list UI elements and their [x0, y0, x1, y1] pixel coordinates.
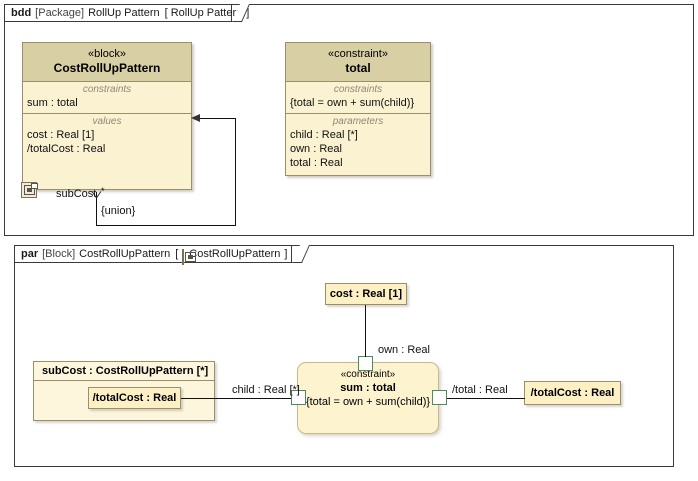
block-name: CostRollUpPattern	[53, 61, 161, 75]
constraint-block-parameters-compartment: parameters child : Real [*] own : Real t…	[286, 114, 430, 178]
association-arrowhead	[191, 114, 200, 122]
constraint-parameter-own: own : Real	[290, 143, 342, 155]
value-box-subcost-totalcost[interactable]: /totalCost : Real	[88, 387, 181, 409]
constraint-usage-name: sum : total	[340, 382, 396, 394]
par-frame-header: par [Block] CostRollUpPattern [ CostRoll…	[14, 245, 292, 265]
bdd-frame-bracket-close: ]	[246, 7, 250, 19]
constraint-parameter-total: total : Real	[290, 157, 343, 169]
constraint-block-constraints-title: constraints	[333, 84, 383, 95]
constraint-block-parameters-title: parameters	[332, 116, 384, 127]
block-value-item-totalcost: /totalCost : Real	[27, 143, 106, 155]
part-subcost-title: subCost : CostRollUpPattern [*]	[34, 362, 214, 381]
port-own[interactable]	[358, 356, 373, 371]
constraint-usage-expression: {total = own + sum(child)}	[305, 396, 431, 408]
parametric-diagram-icon[interactable]	[21, 182, 38, 198]
bdd-frame-view: RollUp Pattern	[170, 7, 243, 19]
bdd-frame-bracket-open: [	[164, 7, 168, 19]
block-header: «block» CostRollUpPattern	[23, 43, 191, 82]
par-frame-bracket-close: ]	[284, 248, 288, 260]
value-box-cost[interactable]: cost : Real [1]	[325, 283, 407, 305]
association-line-bottom	[96, 225, 236, 226]
block-constraints-title: constraints	[82, 84, 132, 95]
connector-label-own: own : Real	[378, 344, 430, 356]
connector-label-total: /total : Real	[452, 384, 508, 396]
association-property-modifier: {union}	[101, 205, 136, 217]
par-frame-tab-notch	[292, 245, 311, 263]
par-frame-bracket-open: [	[175, 248, 179, 260]
association-end-label: subCost	[56, 188, 97, 200]
port-total[interactable]	[432, 390, 447, 405]
port-child[interactable]	[291, 390, 306, 405]
constraint-block-name: total	[345, 61, 371, 75]
bdd-frame-kind: bdd	[11, 7, 32, 19]
association-line-top	[200, 118, 236, 119]
block-constraint-item: sum : total	[27, 97, 78, 109]
association-line-right	[235, 118, 236, 226]
bdd-frame-header: bdd [Package] RollUp Pattern [ RollUp Pa…	[4, 4, 249, 22]
association-line-left	[96, 192, 97, 226]
constraint-parameter-child: child : Real [*]	[290, 129, 358, 141]
par-frame-model: CostRollUpPattern	[79, 248, 171, 260]
par-frame-parametric-icon	[182, 249, 197, 265]
connector-label-child: child : Real [*]	[232, 384, 300, 396]
par-diagram-frame: par [Block] CostRollUpPattern [ CostRoll…	[14, 245, 674, 467]
par-frame-scope: [Block]	[42, 248, 76, 260]
connector-own	[365, 305, 366, 357]
connector-total	[447, 398, 525, 399]
block-stereotype: «block»	[88, 48, 126, 60]
block-cost-roll-up-pattern[interactable]: «block» CostRollUpPattern constraints su…	[22, 42, 192, 190]
constraint-usage-body: «constraint» sum : total {total = own + …	[298, 363, 438, 409]
constraint-block-header: «constraint» total	[286, 43, 430, 82]
constraint-usage-sum[interactable]: «constraint» sum : total {total = own + …	[297, 362, 439, 434]
block-values-compartment: values cost : Real [1] /totalCost : Real	[23, 114, 191, 196]
block-value-item-cost: cost : Real [1]	[27, 129, 95, 141]
association-multiplicity: *	[101, 186, 105, 196]
constraint-block-total[interactable]: «constraint» total constraints {total = …	[285, 42, 431, 176]
value-box-totalcost[interactable]: /totalCost : Real	[524, 381, 621, 405]
par-frame-view: CostRollUpPattern	[189, 248, 281, 260]
bdd-diagram-frame: bdd [Package] RollUp Pattern [ RollUp Pa…	[4, 4, 694, 236]
constraint-block-stereotype: «constraint»	[328, 48, 388, 60]
bdd-frame-model: RollUp Pattern	[88, 7, 160, 19]
bdd-frame-scope: [Package]	[35, 7, 85, 19]
block-constraints-compartment: constraints sum : total	[23, 82, 191, 114]
constraint-block-constraints-compartment: constraints {total = own + sum(child)}	[286, 82, 430, 114]
constraint-block-constraint-expression: {total = own + sum(child)}	[290, 97, 415, 109]
par-frame-kind: par	[21, 248, 39, 260]
connector-child	[181, 398, 291, 399]
block-values-title: values	[92, 116, 122, 127]
constraint-usage-stereotype: «constraint»	[340, 369, 396, 380]
